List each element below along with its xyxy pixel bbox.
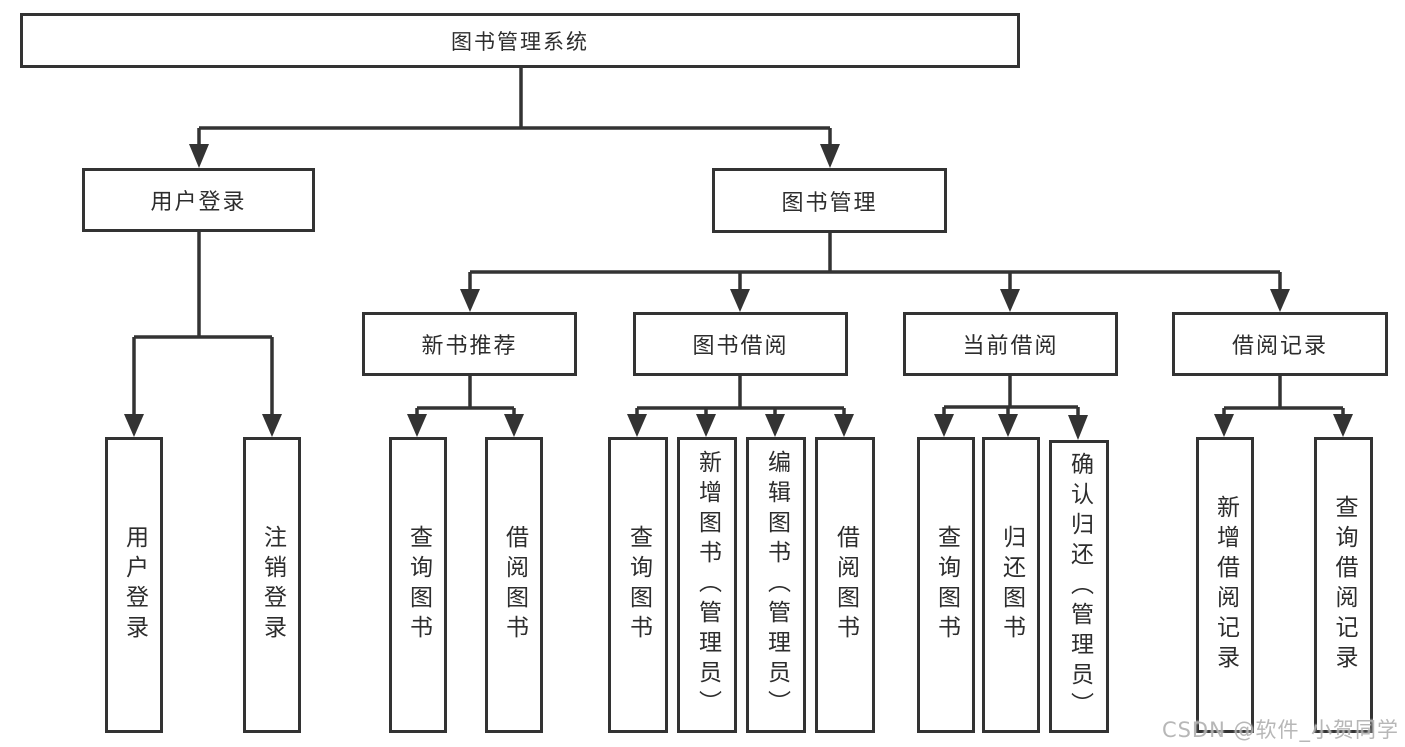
leaf-query-books-current-label: 查询图书: [933, 525, 960, 645]
node-new-book-rec-label: 新书推荐: [421, 334, 518, 359]
node-book-mgmt: 图书管理: [712, 168, 947, 233]
leaf-logout: 注销登录: [243, 437, 301, 733]
node-current-borrow: 当前借阅: [903, 312, 1118, 376]
leaf-user-login-label: 用户登录: [121, 525, 148, 645]
node-user-login-label: 用户登录: [150, 190, 247, 215]
leaf-borrow-books-2-label: 借阅图书: [832, 525, 859, 645]
leaf-query-borrow-record: 查询借阅记录: [1314, 437, 1373, 733]
leaf-return-book: 归还图书: [982, 437, 1040, 733]
node-user-login: 用户登录: [82, 168, 315, 232]
leaf-query-borrow-record-label: 查询借阅记录: [1331, 495, 1357, 675]
leaf-query-books-current: 查询图书: [917, 437, 975, 733]
leaf-logout-label: 注销登录: [259, 525, 286, 645]
leaf-borrow-books-rec-label: 借阅图书: [501, 525, 528, 645]
node-current-borrow-label: 当前借阅: [962, 334, 1059, 359]
leaf-query-books-borrow-label: 查询图书: [625, 525, 652, 645]
node-book-borrow: 图书借阅: [633, 312, 848, 376]
node-borrow-records: 借阅记录: [1172, 312, 1388, 376]
watermark: CSDN @软件_小贺同学: [1161, 718, 1399, 742]
leaf-borrow-books-rec: 借阅图书: [485, 437, 543, 733]
node-new-book-rec: 新书推荐: [362, 312, 577, 376]
leaf-edit-book-admin-label: 编辑图书（管理员）: [763, 450, 790, 720]
leaf-confirm-return-admin-label: 确认归还（管理员）: [1066, 451, 1093, 722]
leaf-add-book-admin: 新增图书（管理员）: [677, 437, 737, 733]
leaf-user-login: 用户登录: [105, 437, 163, 733]
node-book-borrow-label: 图书借阅: [692, 334, 789, 359]
leaf-query-books-rec: 查询图书: [389, 437, 447, 733]
leaf-query-books-borrow: 查询图书: [608, 437, 668, 733]
leaf-confirm-return-admin: 确认归还（管理员）: [1049, 440, 1109, 733]
leaf-query-books-rec-label: 查询图书: [405, 525, 432, 645]
arrowheads: [124, 144, 1353, 440]
node-root-label: 图书管理系统: [451, 29, 589, 54]
node-root: 图书管理系统: [20, 13, 1020, 68]
leaf-edit-book-admin: 编辑图书（管理员）: [746, 437, 806, 733]
leaf-borrow-books-2: 借阅图书: [815, 437, 875, 733]
node-borrow-records-label: 借阅记录: [1231, 334, 1328, 359]
leaf-return-book-label: 归还图书: [998, 525, 1025, 645]
node-book-mgmt-label: 图书管理: [781, 190, 878, 216]
leaf-add-book-admin-label: 新增图书（管理员）: [694, 450, 721, 720]
leaf-add-borrow-record-label: 新增借阅记录: [1212, 495, 1239, 675]
leaf-add-borrow-record: 新增借阅记录: [1196, 437, 1254, 733]
